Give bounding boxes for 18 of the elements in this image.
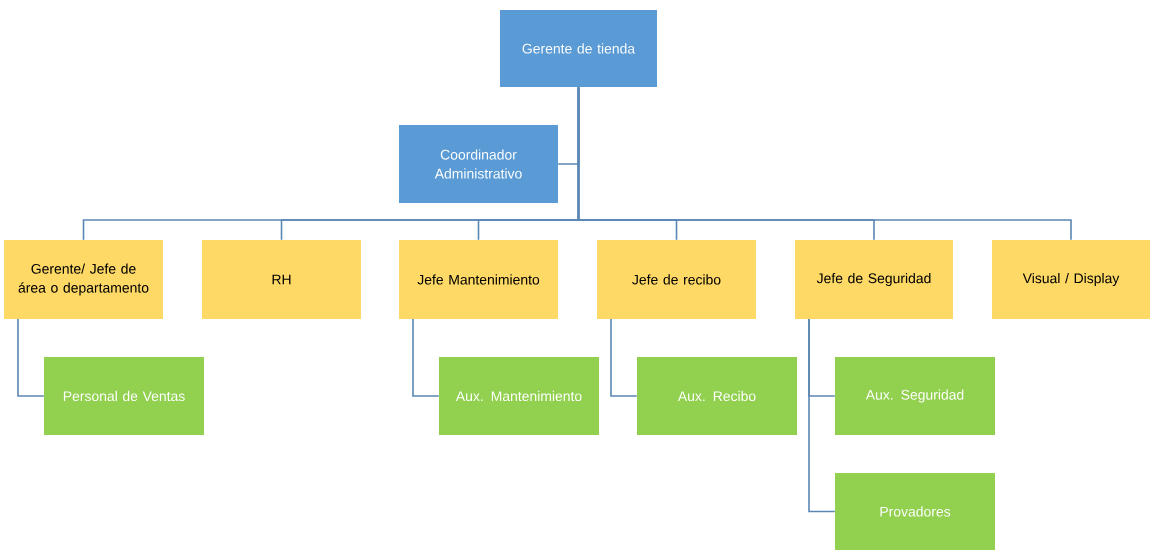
staff-box: Aux. Mantenimiento (439, 357, 599, 435)
staff-box: Provadores (835, 473, 995, 550)
staff-box: Aux. Seguridad (835, 357, 995, 435)
connector-line (412, 318, 440, 397)
department-box: RH (202, 240, 361, 319)
department-box: Jefe de recibo (597, 240, 756, 319)
department-box: Jefe Mantenimiento (399, 240, 558, 319)
connector-line (808, 318, 836, 513)
connector-line (17, 318, 45, 397)
staff-box: Aux. Recibo (637, 357, 797, 435)
department-box: Visual / Display (992, 240, 1150, 319)
staff-box: Personal de Ventas (44, 357, 204, 435)
manager-box: Coordinador Administrativo (399, 125, 558, 203)
connector-line (610, 318, 638, 397)
connector-line (577, 86, 1072, 241)
manager-box: Gerente de tienda (500, 10, 657, 87)
department-box: Jefe de Seguridad (795, 240, 953, 319)
department-box: Gerente/ Jefe de área o departamento (4, 240, 163, 319)
